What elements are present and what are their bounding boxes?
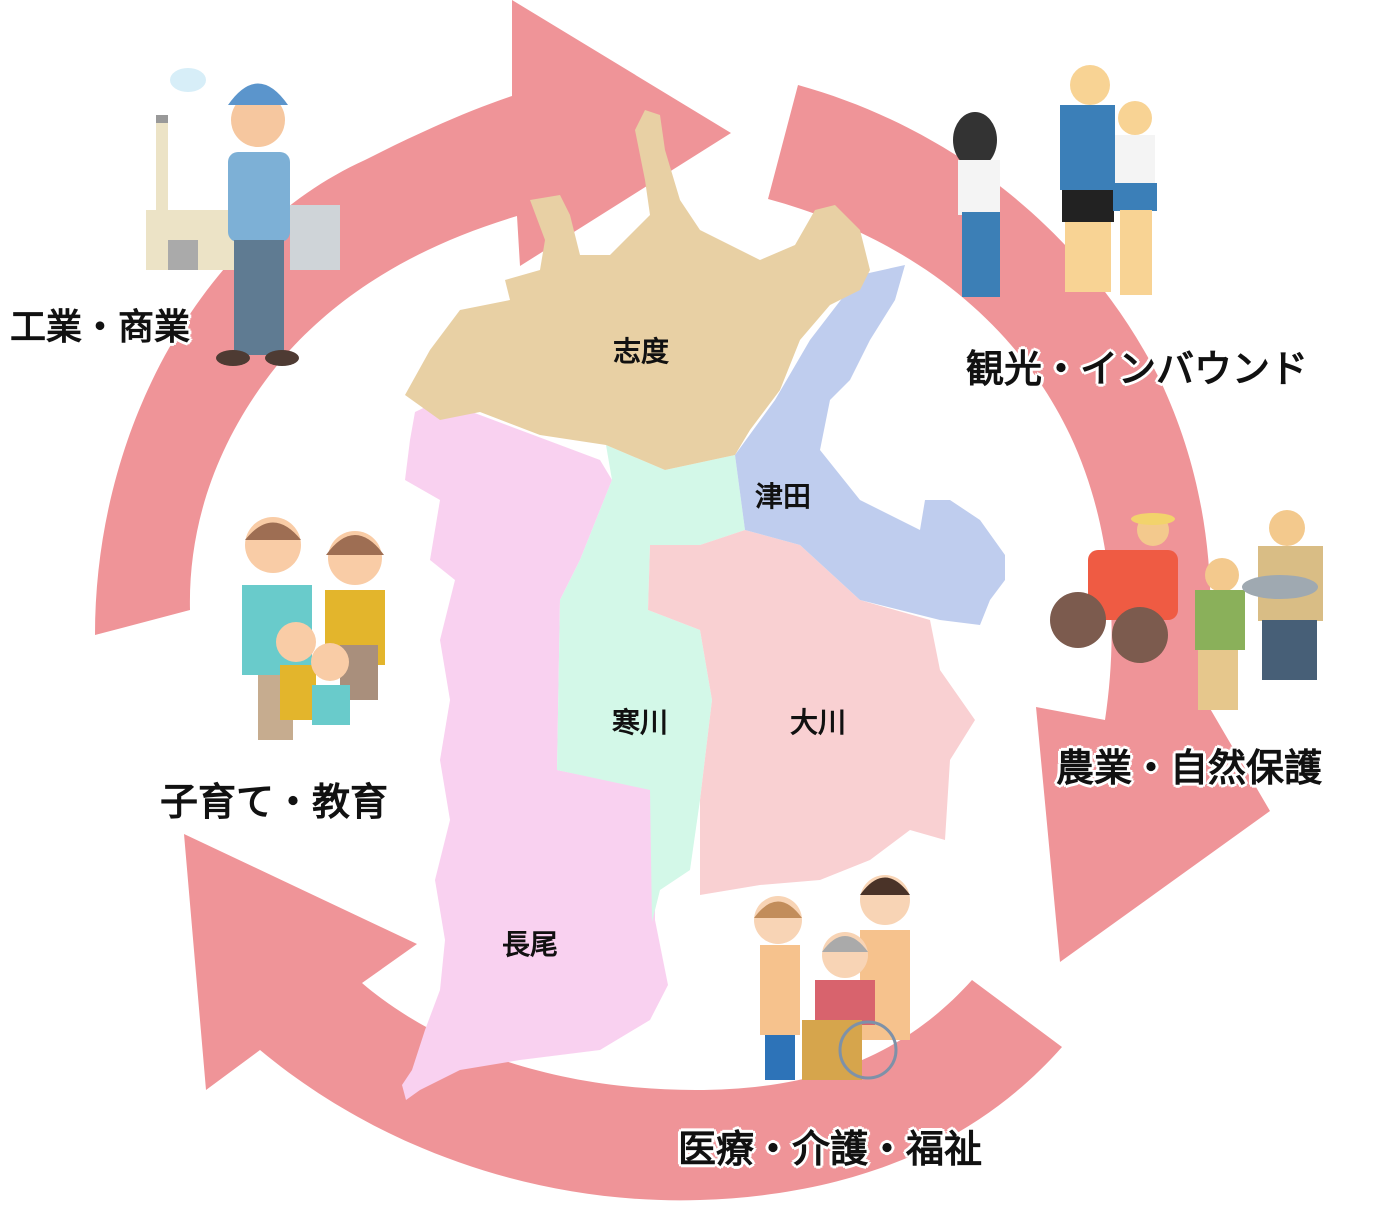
sector-label-welfare: 医療・介護・福祉: [678, 1127, 983, 1171]
district-samukawa: [557, 445, 745, 922]
sector-label-agriculture: 農業・自然保護: [1056, 746, 1323, 790]
sector-label-education: 子育て・教育: [160, 780, 389, 824]
farmers-tractor-icon: [1050, 510, 1323, 710]
family-icon: [242, 517, 385, 740]
district-shido: [405, 110, 870, 470]
district-label-okawa: 大川: [790, 706, 847, 739]
district-label-tsuda: 津田: [755, 480, 812, 513]
district-label-samukawa: 寒川: [612, 706, 669, 739]
district-nagao: [402, 400, 668, 1100]
factory-worker-icon: [146, 68, 340, 366]
district-okawa: [648, 530, 975, 895]
cycle-arrow-right: [768, 85, 1270, 962]
district-label-nagao: 長尾: [502, 928, 559, 961]
district-label-shido: 志度: [613, 335, 670, 368]
caregivers-wheelchair-icon: [754, 875, 910, 1080]
sector-label-industry: 工業・商業: [10, 307, 191, 348]
tourists-photo-icon: [953, 65, 1157, 297]
cycle-arrow-top-left: [95, 0, 731, 635]
district-tsuda: [735, 265, 1005, 625]
sector-label-tourism: 観光・インバウンド: [966, 347, 1309, 391]
cycle-arrow-bottom: [184, 834, 1062, 1201]
